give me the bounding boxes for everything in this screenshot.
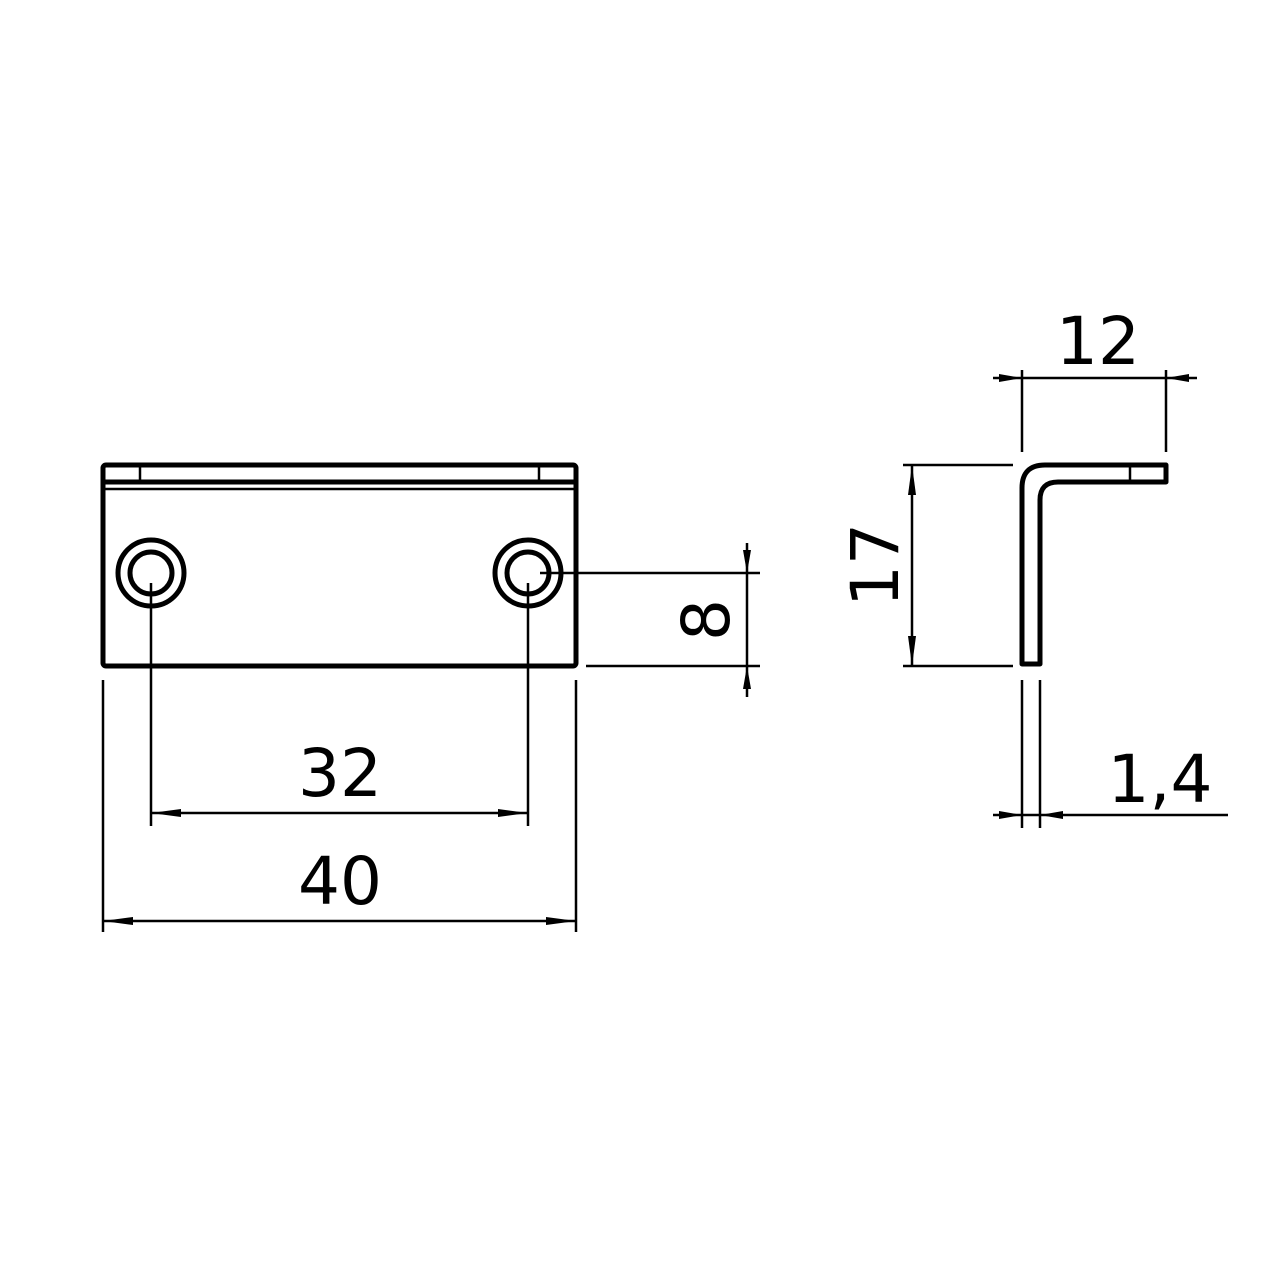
plate-outline bbox=[100, 462, 579, 669]
dimension-label-32: 32 bbox=[298, 735, 382, 812]
dimension-label-17: 17 bbox=[837, 523, 914, 607]
dimension-label-12: 12 bbox=[1056, 303, 1140, 380]
profile-outline bbox=[1019, 462, 1169, 667]
side-view: 12 17 1,4 bbox=[837, 303, 1228, 828]
dimension-17: 17 bbox=[837, 463, 1013, 668]
front-view: 32 40 8 bbox=[100, 462, 760, 932]
dimension-1-4: 1,4 bbox=[993, 680, 1228, 828]
dimension-12: 12 bbox=[993, 303, 1197, 452]
dimension-40: 40 bbox=[101, 680, 578, 932]
dimension-label-40: 40 bbox=[298, 843, 382, 920]
dimension-label-8: 8 bbox=[668, 599, 745, 641]
dimension-label-1-4: 1,4 bbox=[1108, 741, 1213, 818]
dimension-32: 32 bbox=[149, 583, 530, 826]
dimension-8: 8 bbox=[540, 543, 760, 697]
